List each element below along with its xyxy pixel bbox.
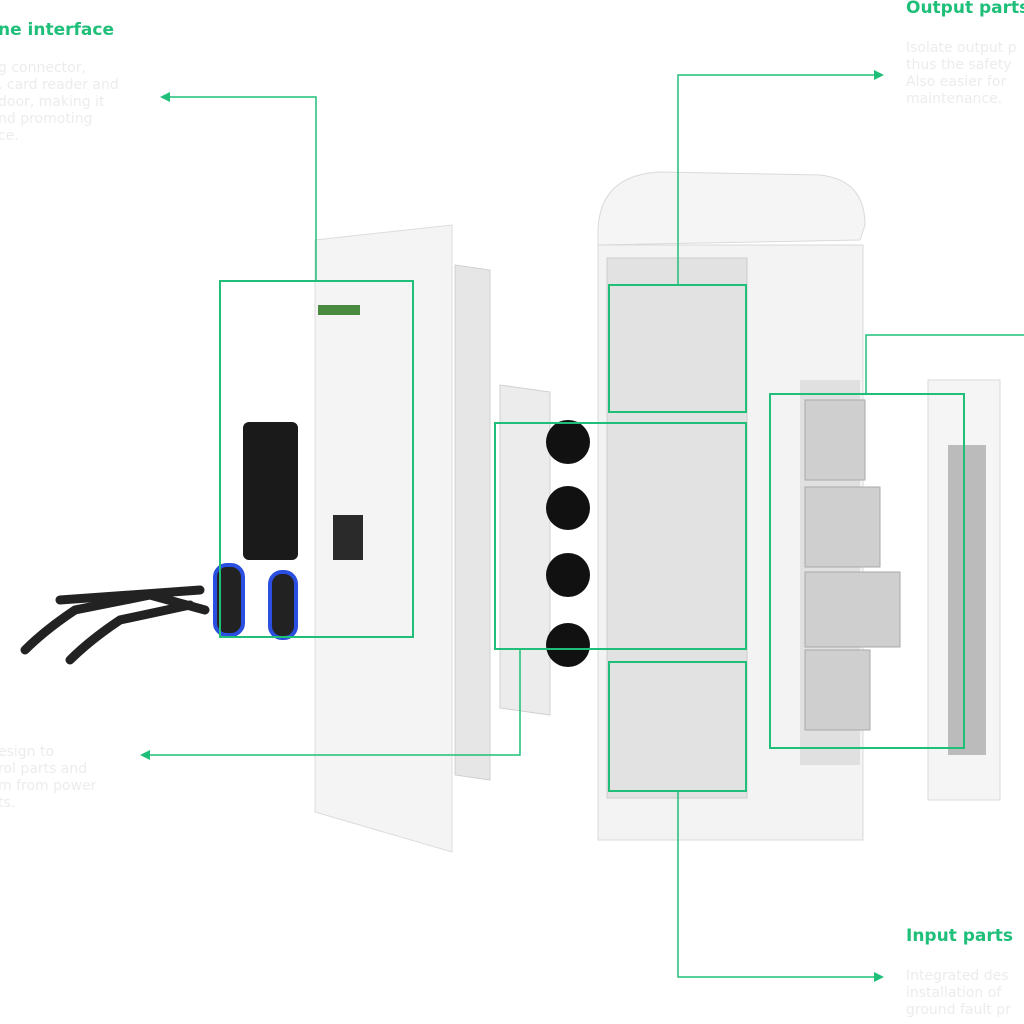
line: esign to: [0, 744, 55, 760]
cabinet-roof: [597, 171, 866, 246]
power-modules: [804, 399, 901, 731]
line: door, making it: [0, 94, 105, 110]
grille: [948, 445, 986, 755]
line: g connector,: [0, 60, 86, 76]
line: ts.: [0, 795, 16, 811]
fan-plate: [499, 384, 551, 716]
line: ce.: [0, 128, 19, 144]
interface-title: ne interface: [0, 20, 114, 40]
line: Integrated des: [906, 968, 1009, 984]
arrowheads: [140, 70, 884, 982]
line: , card reader and: [0, 77, 119, 93]
leader-lines: [145, 74, 1024, 978]
line: nd promoting: [0, 111, 93, 127]
line: ground fault pr: [906, 1002, 1011, 1018]
line: installation of: [906, 985, 1002, 1001]
fans: [546, 420, 590, 667]
inner-plate: [454, 264, 491, 781]
display-screen: [243, 422, 298, 560]
card-reader: [333, 515, 363, 560]
line: m from power: [0, 778, 97, 794]
front-door-panel: [314, 224, 453, 853]
line: Also easier for: [906, 74, 1007, 90]
connector-holder-right: [268, 570, 298, 640]
cabinet-interior: [606, 257, 748, 799]
input-parts-title: Input parts: [906, 926, 1014, 946]
charging-connector: [20, 585, 210, 665]
line: maintenance.: [906, 91, 1003, 107]
line: thus the safety: [906, 57, 1012, 73]
connector-holder-left: [213, 563, 245, 637]
line: rol parts and: [0, 761, 88, 777]
line: Isolate output p: [906, 40, 1017, 56]
board-strip: [318, 305, 360, 315]
output-parts-title: Output parts: [906, 0, 1024, 18]
